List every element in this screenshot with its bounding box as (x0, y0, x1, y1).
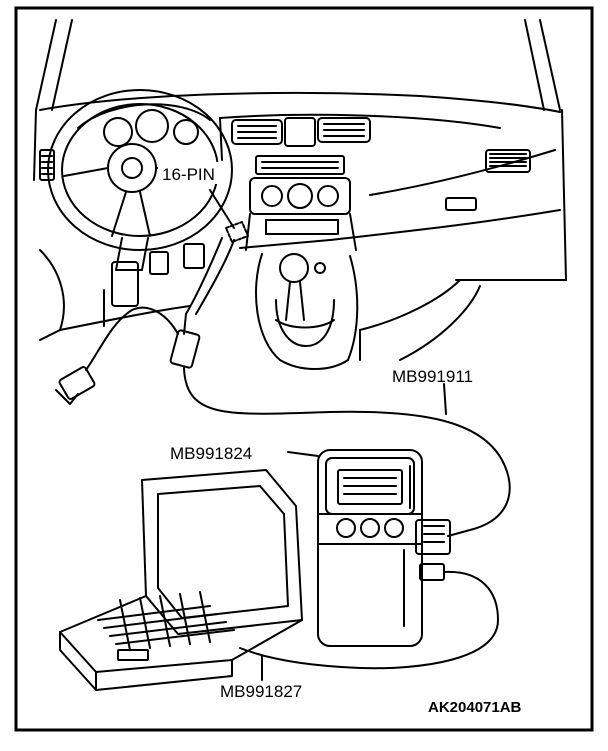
a-pillar-right (524, 19, 567, 281)
dashboard-top (39, 91, 561, 113)
steering-column (115, 237, 149, 271)
cable-to-junction (195, 239, 235, 315)
shifter-tunnel (255, 253, 359, 370)
figure-border (14, 6, 594, 732)
center-console (245, 155, 357, 251)
a-pillar-left (33, 19, 73, 181)
pedals (103, 243, 205, 327)
leader-mb991911 (443, 383, 447, 415)
vci-unit-label: MB991824 (170, 444, 252, 463)
laptop (59, 469, 303, 691)
glovebox-handle (445, 197, 477, 211)
connector-label: 16-PIN (162, 165, 215, 184)
cable-to-dlc-plug (85, 306, 179, 371)
connector-pointer (209, 189, 235, 229)
steering-wheel (47, 89, 233, 251)
dashboard-lower (329, 209, 561, 241)
center-vents (231, 117, 371, 147)
figure-code: AK204071AB (428, 699, 522, 716)
usb-cable-label: MB991827 (220, 682, 302, 701)
leader-mb991824 (287, 451, 319, 457)
dlc-plug (55, 366, 96, 405)
junction-block (169, 329, 201, 369)
instrument-cluster (77, 103, 211, 147)
right-vent (485, 149, 531, 173)
floor-seats (39, 249, 567, 361)
vci-unit (317, 449, 423, 647)
cable-mb991827 (239, 570, 499, 670)
left-vent (39, 149, 55, 181)
cable-main-label: MB991911 (392, 367, 473, 386)
cable-mb991911 (183, 367, 511, 537)
obd-connector-outline (225, 221, 249, 243)
